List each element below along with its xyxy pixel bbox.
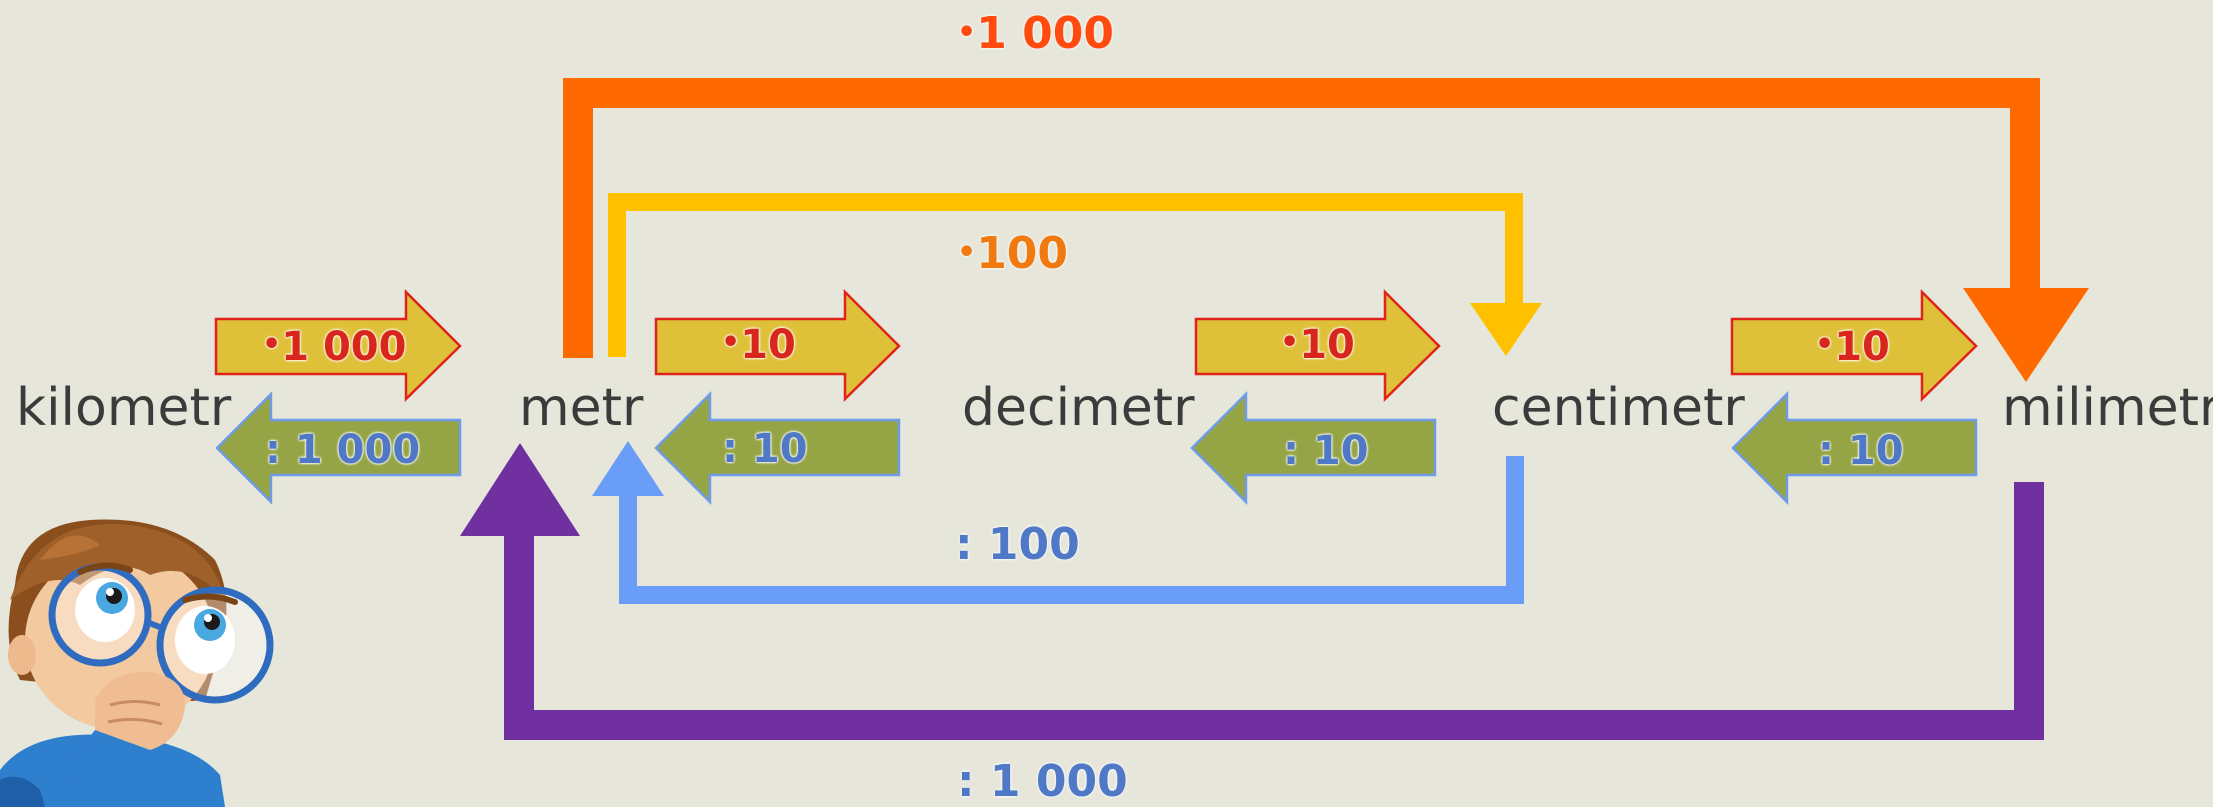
multiply-dot-icon: •: [957, 15, 977, 50]
label-m-to-cm: •100: [957, 232, 1068, 276]
multiply-dot-icon: •: [957, 235, 977, 270]
multiply-dot-icon: •: [262, 327, 282, 362]
label-m-to-dm: •10: [721, 325, 796, 365]
label-dm-to-m: : 10: [722, 426, 808, 472]
label-mm-to-m: : 1 000: [957, 756, 1128, 807]
multiply-dot-icon: •: [1815, 327, 1835, 362]
label-m-to-dm-value: 10: [740, 322, 796, 368]
label-m-to-cm-value: 100: [976, 228, 1069, 279]
arrow-m-to-dm: [654, 288, 901, 402]
label-m-to-mm: •1 000: [957, 12, 1114, 56]
thinking-boy-with-glasses-icon: [0, 519, 274, 807]
label-mm-to-cm: : 10: [1818, 428, 1904, 474]
arrow-dm-to-cm: [1194, 288, 1441, 402]
unit-kilometr: kilometr: [16, 378, 232, 438]
multiply-dot-icon: •: [721, 325, 741, 360]
unit-decimetr: decimetr: [962, 378, 1195, 438]
unit-milimetr: milimetr: [2002, 378, 2213, 438]
label-m-to-mm-value: 1 000: [976, 8, 1114, 59]
label-dm-to-cm-value: 10: [1299, 322, 1355, 368]
arrow-cm-to-mm: [1730, 288, 1978, 402]
label-km-to-m-value: 1 000: [281, 324, 407, 370]
purple-arrow-mm-to-m: [460, 443, 2044, 740]
yellow-arrow-m-to-cm: [608, 193, 1542, 357]
arrow-mm-to-cm: [1731, 390, 1978, 506]
label-cm-to-dm: : 10: [1283, 428, 1369, 474]
multiply-dot-icon: •: [1280, 325, 1300, 360]
label-dm-to-cm: •10: [1280, 325, 1355, 365]
label-m-to-km: : 1 000: [265, 427, 421, 473]
label-cm-to-mm: •10: [1815, 327, 1890, 367]
orange-arrow-m-to-mm: [563, 78, 2089, 382]
label-km-to-m: •1 000: [262, 327, 406, 367]
unit-metr: metr: [519, 378, 644, 438]
unit-centimetr: centimetr: [1492, 378, 1745, 438]
label-cm-to-mm-value: 10: [1834, 324, 1890, 370]
arrow-cm-to-dm: [1190, 390, 1437, 506]
arrow-dm-to-m: [654, 390, 901, 506]
label-cm-to-m: : 100: [955, 519, 1080, 570]
arrow-m-to-km: [215, 390, 462, 506]
arrow-km-to-m: [214, 288, 462, 402]
blue-arrow-cm-to-m: [592, 441, 1524, 604]
